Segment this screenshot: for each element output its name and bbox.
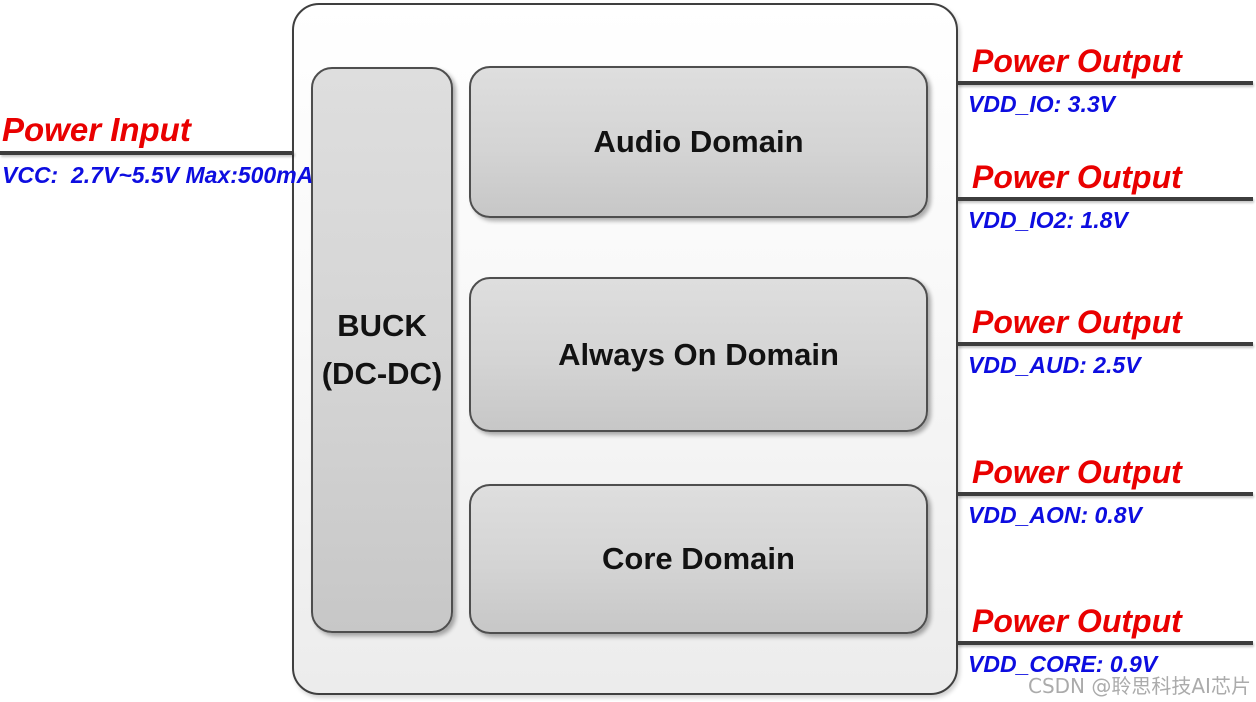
power-input-title: Power Input bbox=[2, 111, 191, 148]
power-output-connector-line bbox=[957, 492, 1253, 496]
power-output-rail: VDD_AUD: 2.5V bbox=[968, 352, 1141, 378]
power-output-rail: VDD_IO2: 1.8V bbox=[968, 207, 1128, 233]
power-output-title: Power Output bbox=[972, 454, 1182, 490]
power-input-group: Power Input VCC: 2.7V~5.5V Max:500mA bbox=[0, 109, 314, 189]
audio-domain-label: Audio Domain bbox=[593, 124, 804, 159]
power-output-connector-line bbox=[957, 342, 1253, 346]
power-output-title: Power Output bbox=[972, 304, 1182, 340]
power-output-title: Power Output bbox=[972, 603, 1182, 639]
power-output-title: Power Output bbox=[972, 159, 1182, 195]
core-domain-label: Core Domain bbox=[602, 541, 795, 576]
power-input-spec: VCC: 2.7V~5.5V Max:500mA bbox=[2, 162, 314, 188]
power-output-rail: VDD_IO: 3.3V bbox=[968, 91, 1115, 117]
power-output-group-vdd-core: Power Output VDD_CORE: 0.9V bbox=[957, 601, 1254, 678]
always-on-domain-label: Always On Domain bbox=[558, 336, 839, 372]
power-output-group-vdd-aon: Power Output VDD_AON: 0.8V bbox=[957, 452, 1254, 529]
power-output-connector-line bbox=[957, 197, 1253, 201]
buck-dcdc-block: BUCK (DC-DC) bbox=[311, 67, 453, 633]
csdn-watermark: CSDN @聆思科技AI芯片 bbox=[1028, 674, 1251, 698]
power-output-rail: VDD_CORE: 0.9V bbox=[968, 651, 1158, 677]
power-output-title: Power Output bbox=[972, 43, 1182, 79]
power-output-group-vdd-io2: Power Output VDD_IO2: 1.8V bbox=[957, 157, 1254, 234]
power-input-connector-line bbox=[0, 151, 294, 155]
power-output-connector-line bbox=[957, 81, 1253, 85]
core-domain-block: Core Domain bbox=[469, 484, 928, 634]
power-output-rail: VDD_AON: 0.8V bbox=[968, 502, 1142, 528]
power-output-connector-line bbox=[957, 641, 1253, 645]
power-output-group-vdd-io: Power Output VDD_IO: 3.3V bbox=[957, 41, 1254, 118]
always-on-domain-block: Always On Domain bbox=[469, 277, 928, 432]
buck-label-line1: BUCK bbox=[337, 308, 427, 343]
power-output-group-vdd-aud: Power Output VDD_AUD: 2.5V bbox=[957, 302, 1254, 379]
buck-label-line2: (DC-DC) bbox=[321, 356, 443, 391]
audio-domain-block: Audio Domain bbox=[469, 66, 928, 218]
